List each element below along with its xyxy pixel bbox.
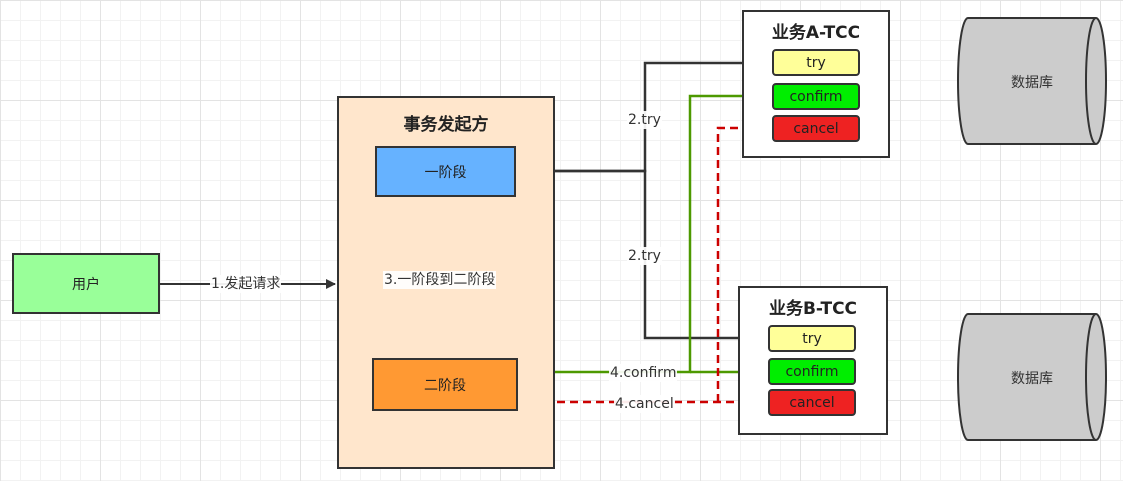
edge-label-cancel: 4.cancel [614,395,675,413]
phase2-label: 二阶段 [424,377,466,394]
phase2-node[interactable]: 二阶段 [372,358,518,411]
edge-label-start-request: 1.发起请求 [210,275,282,293]
service-a-title: 业务A-TCC [771,23,861,43]
edge-confirm-a [518,91,771,374]
service-a-confirm[interactable]: confirm [772,83,860,110]
phase1-node[interactable]: 一阶段 [375,146,516,197]
database-a-icon [957,17,1107,145]
edge-label-try-b: 2.try [627,247,662,265]
service-b-try[interactable]: try [768,325,856,352]
edge-label-phase-transition: 3.一阶段到二阶段 [383,271,497,289]
service-a-cancel[interactable]: cancel [772,115,860,142]
user-label: 用户 [72,276,100,293]
service-a-try[interactable]: try [772,49,860,76]
initiator-title: 事务发起方 [403,115,489,135]
service-b-title: 业务B-TCC [768,299,858,319]
database-b-label: 数据库 [1011,371,1053,387]
database-b-icon [957,313,1107,441]
edge-label-try-a: 2.try [627,111,662,129]
edge-cancel-a [716,126,740,402]
user-node[interactable]: 用户 [12,253,160,314]
service-b-cancel[interactable]: cancel [768,389,856,416]
edge-label-confirm: 4.confirm [609,364,678,382]
database-a-label: 数据库 [1011,75,1053,91]
service-b-confirm[interactable]: confirm [768,358,856,385]
phase1-label: 一阶段 [424,164,467,181]
